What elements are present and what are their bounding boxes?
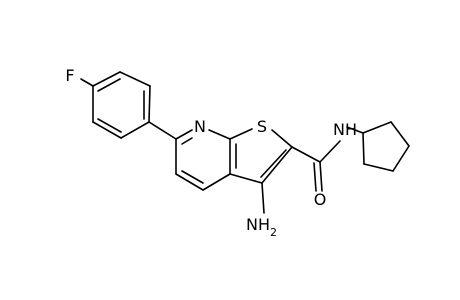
amide-group [291, 140, 341, 192]
bond [120, 121, 150, 139]
bond-c-f [80, 78, 94, 87]
amide-nh-label: NH [333, 120, 357, 139]
double-bond-inner [97, 78, 121, 92]
bond [119, 71, 151, 87]
double-bond-inner [97, 118, 122, 133]
pyridine-ring [175, 129, 231, 191]
bond [319, 140, 341, 163]
cyclopentyl-ring [362, 121, 410, 172]
bond-c-o [319, 161, 323, 192]
thiophene-ring [229, 128, 293, 184]
bond [175, 173, 204, 191]
pyridine-nitrogen-label: N [194, 117, 206, 136]
bond [271, 129, 293, 148]
double-bond-inner [181, 170, 204, 184]
bond [229, 128, 253, 140]
bond [92, 121, 122, 139]
bond-c-nh2 [261, 182, 265, 214]
amino-subscript: 2 [270, 226, 277, 239]
bond [392, 145, 410, 172]
bond [175, 129, 193, 140]
bond [362, 121, 392, 134]
bond [291, 146, 321, 163]
bond [362, 132, 365, 165]
sulfur-label: S [257, 117, 267, 136]
bond [92, 71, 121, 87]
amino-label: NH [246, 215, 270, 234]
bond [202, 173, 231, 191]
double-bond-inner [260, 149, 287, 178]
double-bond-inner [181, 137, 193, 145]
bond-aryl-pyridine [148, 121, 177, 140]
bond [148, 85, 151, 123]
bond [390, 121, 410, 147]
bond [363, 163, 394, 172]
bond [208, 129, 231, 140]
fluorophenyl-ring [92, 71, 151, 139]
bond-n-cyclopentyl [346, 126, 364, 134]
bond [261, 146, 293, 184]
fluorine-label: F [65, 66, 74, 85]
bond-c-o-double [313, 162, 317, 192]
bond [229, 173, 263, 184]
amide-oxygen-label: O [314, 190, 327, 209]
